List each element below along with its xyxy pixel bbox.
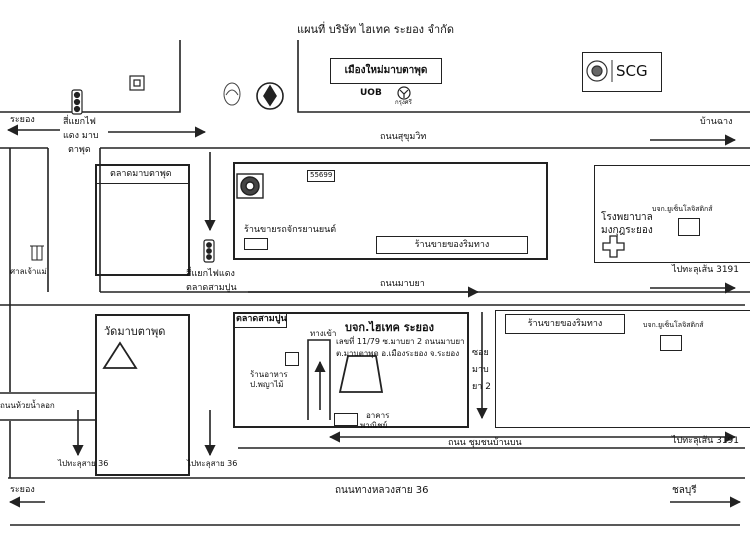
company-address-line1: เลขที่ 11/79 ซ.มาบยา 2 ถนนมาบยา [336, 337, 465, 346]
san-chao-mae-label: ศาลเจ้าแม่ [10, 267, 47, 276]
logistics-lower-box [660, 335, 682, 351]
to-3191-upper-label: ไปทะลุเส้น 3191 [672, 265, 740, 275]
talat-intersection-line2: ตลาดสามปูน [186, 283, 237, 293]
shrine-icon [30, 245, 44, 261]
company-address-line2: ต.มาบตาพุด อ.เมืองระยอง จ.ระยอง [336, 349, 460, 358]
roadside-shop-upper-label: ร้านขายของริมทาง [414, 239, 490, 250]
to-3191-lower-label: ไปทะลุเส้น 3191 [672, 436, 740, 446]
talat-mabtaphut-block [95, 164, 190, 276]
to-36-left-label: ไปทะลุสาย 36 [58, 459, 109, 468]
logistics-upper-box [678, 218, 700, 236]
talat-mabtaphut-label: ตลาดมาบตาพุด [110, 169, 172, 179]
hospital-block [594, 165, 750, 263]
restaurant-box [285, 352, 299, 366]
roadside-shop-lower-box [505, 314, 625, 334]
temple-triangle [102, 341, 138, 369]
talat-sampun-label: ตลาดสามปูน [236, 314, 287, 324]
scg-sign [582, 52, 662, 92]
hospital-cross-icon [602, 235, 625, 258]
scg-label: SCG [616, 62, 648, 80]
east-lower-block [495, 310, 750, 428]
rayong-bottom-label: ระยอง [10, 485, 35, 495]
talat-mabtaphut-header-box [95, 164, 190, 184]
mueang-mai-label: เมืองใหม่มาบตาพุด [344, 65, 428, 76]
hospital-label-line2: มงกุฎระยอง [601, 225, 653, 236]
lottery-number: 55699 [310, 171, 333, 179]
mabtaphut-intersection-line3: ตาพุด [68, 145, 91, 155]
huai-nam-lok-road-label: ถนนห้วยน้ำลอก [0, 401, 55, 410]
motorcycle-shop-block [233, 162, 548, 260]
logistics-lower-label: บจก.ยูเซ็นโลจิสติกส์ [643, 321, 704, 329]
krungsri-label: กรุงศรี [395, 99, 412, 106]
chonburi-label: ชลบุรี [672, 485, 697, 496]
motorcycle-shop-label: ร้านขายรถจักรยานยนต์ [244, 225, 337, 235]
uob-label: UOB [360, 88, 382, 98]
wat-block [95, 314, 190, 476]
mabya-road-label: ถนนมาบยา [380, 279, 425, 289]
mabtaphut-intersection-line2: แดง มาบ [63, 131, 99, 141]
mabtaphut-intersection-line1: สี่แยกไฟ [63, 117, 96, 127]
motorcycle-brand-logo-icon [236, 173, 264, 199]
sukhumvit-road-north-edge [0, 40, 750, 113]
hospital-label-line1: โรงพยาบาล [601, 212, 653, 223]
lotus-logo-icon [223, 82, 241, 106]
entrance-label: ทางเข้า [310, 329, 337, 338]
motorcycle-shop-box [244, 238, 268, 250]
highway36-road-label: ถนนทางหลวงสาย 36 [335, 485, 429, 496]
talat-intersection-line1: สี่แยกไฟแดง [186, 269, 235, 279]
building-label-line1: อาคาร [366, 411, 390, 420]
traffic-light-icon [71, 89, 83, 115]
restaurant-label-line1: ร้านอาหาร [250, 370, 288, 379]
roadside-shop-upper-box [376, 236, 528, 254]
traffic-light-icon [203, 239, 215, 263]
logistics-upper-label: บจก.ยูเซ็นโลจิสติกส์ [652, 205, 713, 213]
mueang-mai-sign [330, 58, 442, 84]
to-36-mid-label: ไปทะลุสาย 36 [187, 459, 238, 468]
company-building [338, 355, 384, 393]
entrance-road [307, 339, 331, 420]
sukhumvit-road-label: ถนนสุขุมวิท [380, 132, 427, 142]
chumchon-road-label: ถนน ชุมชนบ้านบน [448, 438, 522, 448]
roadside-shop-lower-label: ร้านขายของริมทาง [527, 318, 603, 329]
rayong-top-label: ระยอง [10, 115, 35, 125]
bangkok-bank-logo-icon [256, 82, 284, 110]
ban-chang-label: บ้านฉาง [700, 117, 733, 127]
lottery-number-box [307, 170, 335, 182]
soi-mabya2-label: ซอย มาบ ยา 2 [472, 348, 491, 392]
krungsri-logo-icon [397, 86, 411, 100]
map-title: แผนที่ บริษัท ไฮเทค ระยอง จำกัด [297, 23, 454, 36]
company-name: บจก.ไฮเทค ระยอง [345, 321, 434, 334]
building-box [334, 413, 358, 426]
bank-logo-icon [129, 75, 145, 91]
company-compound [233, 312, 469, 428]
wat-label: วัดมาบตาพุด [104, 325, 166, 338]
scg-logo-icon [586, 60, 608, 82]
building-label-line2: พาณิชย์ [360, 421, 388, 430]
talat-sampun-box [233, 312, 287, 328]
restaurant-label-line2: ป.พญาไม้ [250, 380, 284, 389]
